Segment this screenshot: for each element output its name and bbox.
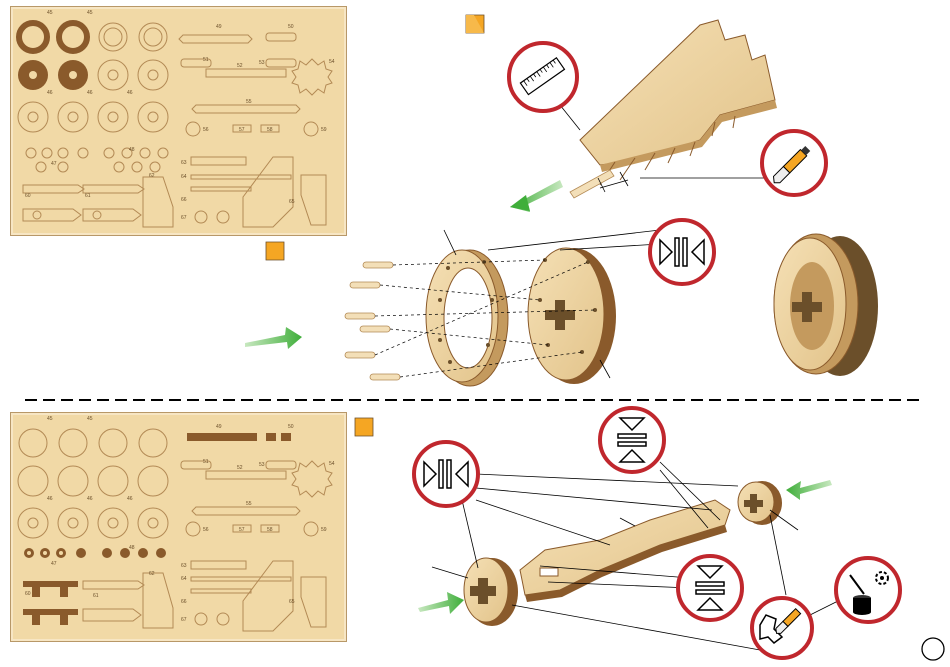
step-flag [266, 242, 284, 260]
assembled-wheel [774, 234, 878, 376]
sanding-icon [752, 598, 812, 658]
page-number-circle [922, 638, 944, 660]
ruler-icon [509, 43, 577, 111]
press-vertical-icon [600, 408, 664, 472]
pin-comb-part [570, 20, 777, 198]
craft-knife-icon [762, 131, 826, 195]
press-together-icon [650, 220, 714, 284]
wheel-rings [426, 248, 616, 386]
wax-gear-icon [836, 558, 900, 622]
green-arrow [418, 592, 464, 614]
small-wheel-left [464, 558, 518, 626]
small-wheel-right [738, 481, 782, 525]
green-arrow [245, 327, 302, 349]
press-together-icon [414, 442, 478, 506]
green-arrow [786, 480, 832, 500]
wooden-pins [345, 262, 400, 380]
green-arrow-head [510, 195, 530, 211]
step-flag [355, 418, 373, 436]
press-vertical-icon [678, 556, 742, 620]
